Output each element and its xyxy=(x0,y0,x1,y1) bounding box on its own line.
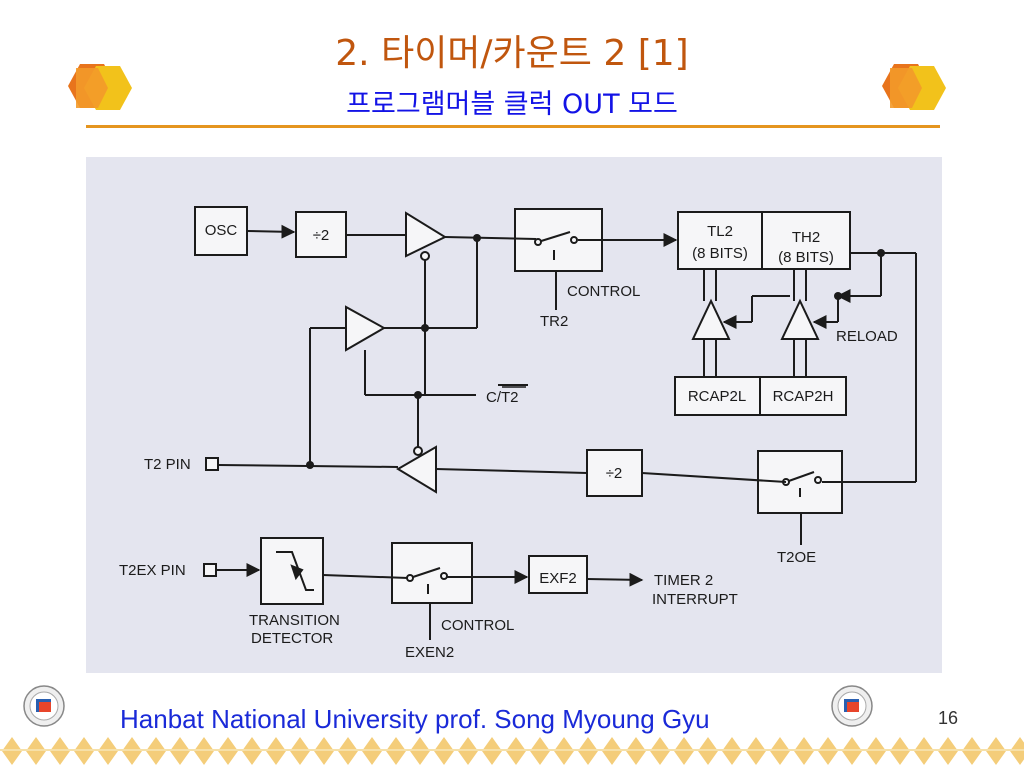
tl2-bits-label: (8 BITS) xyxy=(692,245,748,262)
th2-bits-label: (8 BITS) xyxy=(778,249,834,266)
osc-label: OSC xyxy=(205,222,238,239)
tl2-label: TL2 xyxy=(707,223,733,240)
university-seal-right-icon xyxy=(831,685,873,727)
t2oe-label: T2OE xyxy=(777,549,816,566)
rcap2l-box xyxy=(674,376,761,416)
title-divider xyxy=(86,125,940,128)
exen2-label: EXEN2 xyxy=(405,644,454,661)
reload-label: RELOAD xyxy=(836,328,898,345)
exen2-switch-box xyxy=(391,542,473,604)
transition-detector-box xyxy=(260,537,324,605)
buffer-top xyxy=(405,211,448,258)
junction-dot xyxy=(473,234,481,242)
exf2-label: EXF2 xyxy=(539,570,577,587)
interrupt-label: INTERRUPT xyxy=(652,591,738,608)
page-number: 16 xyxy=(938,708,959,728)
div2-mid-label: ÷2 xyxy=(606,465,623,482)
div2-top-box xyxy=(295,211,347,258)
reload-buffer-h xyxy=(780,298,820,340)
timer2-block-diagram: OSC ÷2 TL2 (8 BITS) TH2 (8 BITS) CONTROL… xyxy=(86,157,942,673)
cube-logo-left-icon xyxy=(68,64,132,110)
slide-subtitle: 프로그램머블 클럭 OUT 모드 xyxy=(346,89,678,120)
div2-mid-box xyxy=(586,449,643,497)
t2ex-pin-label: T2EX PIN xyxy=(119,562,186,579)
tr2-label: TR2 xyxy=(540,313,568,330)
th2-box xyxy=(761,211,851,270)
th2-label: TH2 xyxy=(792,229,820,246)
c-t2-prefix: C/ xyxy=(486,389,502,406)
c-t2-label: C/T2 xyxy=(486,389,519,406)
timer2-label: TIMER 2 xyxy=(654,572,713,589)
c-t2-bar: T2 xyxy=(501,389,519,406)
exf2-box xyxy=(528,555,588,594)
transition-label: TRANSITION xyxy=(249,612,340,629)
t2ex-pin-terminal xyxy=(203,563,217,577)
rcap2h-box xyxy=(759,376,847,416)
control-top-label: CONTROL xyxy=(567,283,640,300)
university-seal-left-icon xyxy=(23,685,65,727)
buffer-mid xyxy=(345,305,387,352)
tl2-box xyxy=(677,211,763,270)
rcap2h-label: RCAP2H xyxy=(773,388,834,405)
control-bottom-label: CONTROL xyxy=(441,617,514,634)
slide-title: 2. 타이머/카운트 2 [1] xyxy=(335,33,689,74)
diagram-svg: OSC ÷2 TL2 (8 BITS) TH2 (8 BITS) CONTROL… xyxy=(119,206,917,661)
rcap2l-label: RCAP2L xyxy=(688,388,746,405)
footer-text: Hanbat National University prof. Song My… xyxy=(120,704,710,734)
t2-pin-terminal xyxy=(205,457,219,471)
detector-label: DETECTOR xyxy=(251,630,333,647)
cube-logo-right-icon xyxy=(882,64,946,110)
t2-pin-label: T2 PIN xyxy=(144,456,191,473)
decorative-diamond-band xyxy=(0,735,1024,768)
reload-buffer-l xyxy=(691,298,731,340)
div2-top-label: ÷2 xyxy=(313,227,330,244)
